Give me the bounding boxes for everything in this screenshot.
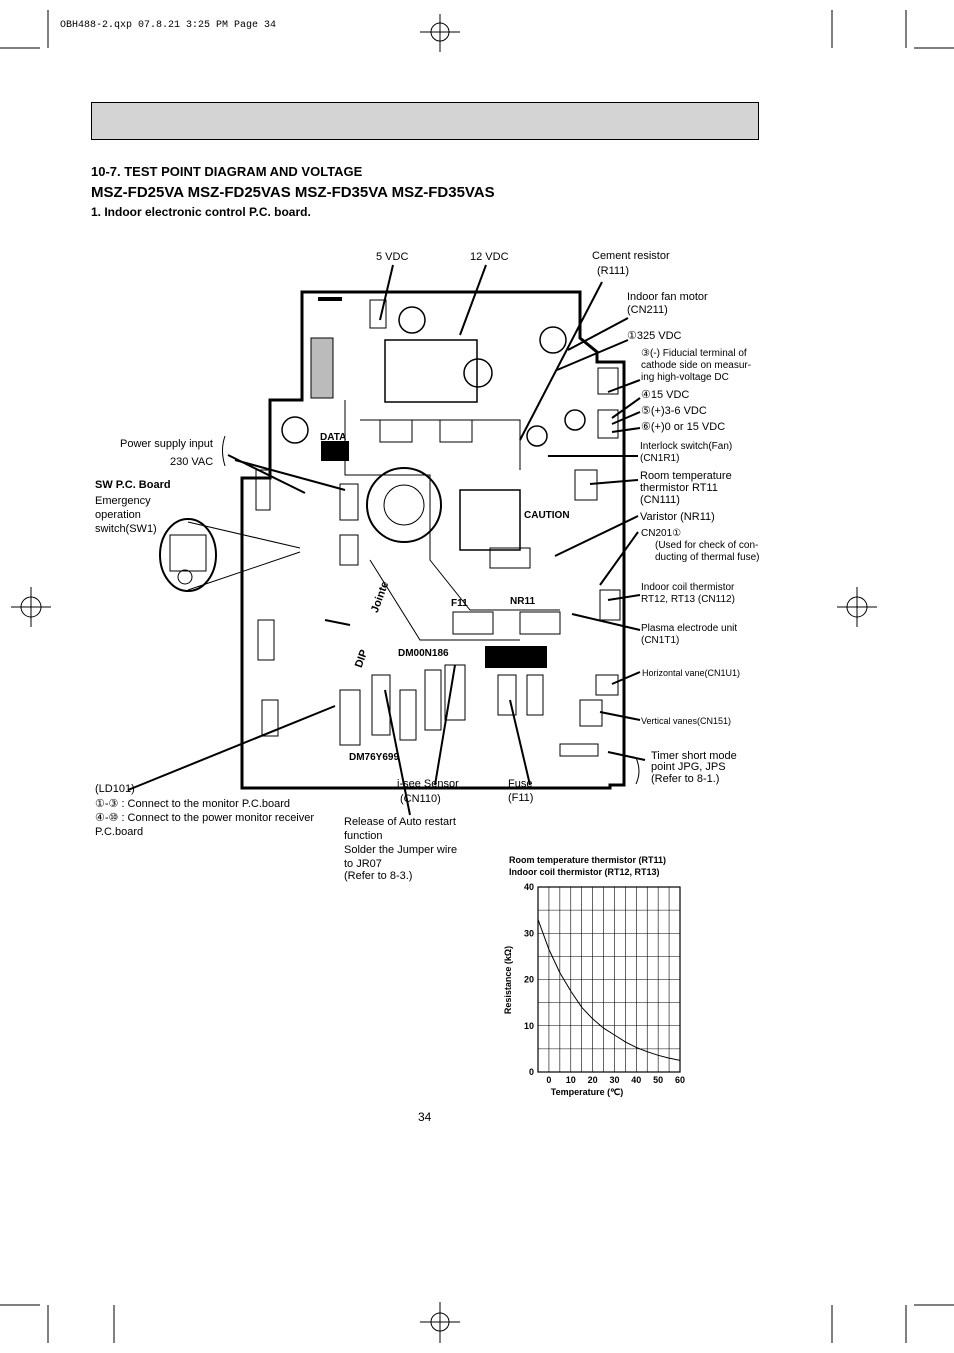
label-ld-pcboard: P.C.board — [95, 826, 144, 838]
label-cement-resistor: Cement resistor — [592, 250, 670, 262]
label-release-3: Solder the Jumper wire — [344, 844, 458, 856]
label-emergency-3: switch(SW1) — [95, 523, 157, 535]
label-ld-receiver: ④-⑩ : Connect to the power monitor recei… — [95, 812, 315, 824]
label-isee-2: (CN110) — [400, 793, 441, 805]
label-coil-thermistor-2: RT12, RT13 (CN112) — [641, 594, 735, 605]
label-plasma-1: Plasma electrode unit — [641, 623, 738, 634]
x-tick-label: 10 — [566, 1075, 576, 1085]
y-tick-label: 30 — [524, 928, 534, 938]
label-5vdc: 5 VDC — [376, 251, 409, 263]
label-230vac: 230 VAC — [170, 456, 214, 468]
label-varistor: Varistor (NR11) — [640, 511, 715, 523]
file-header: OBH488-2.qxp 07.8.21 3:25 PM Page 34 — [60, 20, 277, 31]
label-fiducial-1: ③(-) Fiducial terminal of — [641, 348, 747, 359]
header-bar — [91, 102, 759, 140]
label-3-6vdc: ⑤(+)3-6 VDC — [641, 405, 707, 417]
board-data-label: DATA — [320, 432, 347, 443]
label-fiducial-2: cathode side on measur- — [641, 360, 752, 371]
label-release-2: function — [344, 830, 383, 842]
label-release-5: (Refer to 8-3.) — [344, 870, 413, 882]
board-caution-label: CAUTION — [524, 510, 570, 521]
label-r111: (R111) — [597, 265, 629, 277]
y-tick-label: 0 — [529, 1067, 534, 1077]
board-f11-label: F11 — [451, 598, 468, 609]
label-release-1: Release of Auto restart — [344, 816, 456, 828]
label-0-15vdc: ⑥(+)0 or 15 VDC — [641, 421, 726, 433]
label-cn201-1: CN201① — [641, 528, 682, 539]
model-list: MSZ-FD25VA MSZ-FD25VAS MSZ-FD35VA MSZ-FD… — [91, 184, 495, 201]
x-tick-label: 0 — [546, 1075, 551, 1085]
label-vertical-vanes: Vertical vanes(CN151) — [641, 716, 732, 726]
label-12vdc: 12 VDC — [470, 251, 509, 263]
subtitle: 1. Indoor electronic control P.C. board. — [91, 205, 311, 219]
x-tick-label: 60 — [675, 1075, 685, 1085]
y-tick-label: 40 — [524, 882, 534, 892]
label-fuse-2: (F11) — [508, 792, 534, 804]
label-room-thermistor-2: thermistor RT11 — [640, 482, 718, 494]
page-number: 34 — [418, 1110, 432, 1124]
board-code-2: DM76Y699 — [349, 752, 400, 763]
section-title: 10-7. TEST POINT DIAGRAM AND VOLTAGE — [91, 164, 363, 179]
label-cn201-2: (Used for check of con- — [655, 540, 759, 551]
x-tick-label: 50 — [653, 1075, 663, 1085]
label-emergency-1: Emergency — [95, 495, 151, 507]
chart-title: Room temperature thermistor (RT11) — [509, 855, 667, 865]
label-emergency-2: operation — [95, 509, 141, 521]
label-ld101: (LD101) — [95, 783, 135, 795]
label-coil-thermistor-1: Indoor coil thermistor — [641, 582, 735, 593]
y-tick-label: 10 — [524, 1021, 534, 1031]
label-horizontal-vane: Horizontal vane(CN1U1) — [642, 668, 741, 678]
label-room-thermistor-3: (CN111) — [640, 494, 680, 506]
label-release-4: to JR07 — [344, 858, 382, 870]
label-power-supply: Power supply input — [120, 438, 213, 450]
label-timer-2: point JPG, JPS — [651, 761, 726, 773]
x-tick-label: 40 — [631, 1075, 641, 1085]
label-fan-motor: Indoor fan motor — [627, 291, 708, 303]
label-timer-1: Timer short mode — [651, 750, 737, 762]
label-fuse-1: Fuse — [508, 778, 533, 790]
label-cn211: (CN211) — [627, 304, 668, 316]
x-tick-label: 20 — [588, 1075, 598, 1085]
label-room-thermistor-1: Room temperature — [640, 470, 732, 482]
label-interlock-1: Interlock switch(Fan) — [640, 441, 733, 452]
series-line — [537, 919, 681, 1061]
label-timer-3: (Refer to 8-1.) — [651, 773, 720, 785]
label-15vdc: ④15 VDC — [641, 389, 690, 401]
board-code-1: DM00N186 — [398, 648, 449, 659]
label-sw-pc-board: SW P.C. Board — [95, 479, 171, 491]
chart-subtitle: Indoor coil thermistor (RT12, RT13) — [509, 867, 660, 877]
board-nr11-label: NR11 — [510, 596, 536, 607]
label-plasma-2: (CN1T1) — [641, 635, 680, 646]
y-axis-label: Resistance (kΩ) — [503, 946, 513, 1014]
x-tick-label: 30 — [609, 1075, 619, 1085]
y-tick-label: 20 — [524, 975, 534, 985]
label-cn201-3: ducting of thermal fuse) — [655, 552, 760, 563]
label-ld-monitor: ①-③ : Connect to the monitor P.C.board — [95, 798, 291, 810]
thermistor-chart: 0 10 20 30 40 50 60 0 10 20 30 40 Temperature (℃) R… — [503, 882, 685, 1097]
label-isee-1: i-see Sensor — [397, 778, 459, 790]
label-325vdc: ①325 VDC — [627, 330, 682, 342]
label-interlock-2: (CN1R1) — [640, 453, 680, 464]
label-fiducial-3: ing high-voltage DC — [641, 372, 729, 383]
x-axis-label: Temperature (℃) — [551, 1087, 623, 1097]
